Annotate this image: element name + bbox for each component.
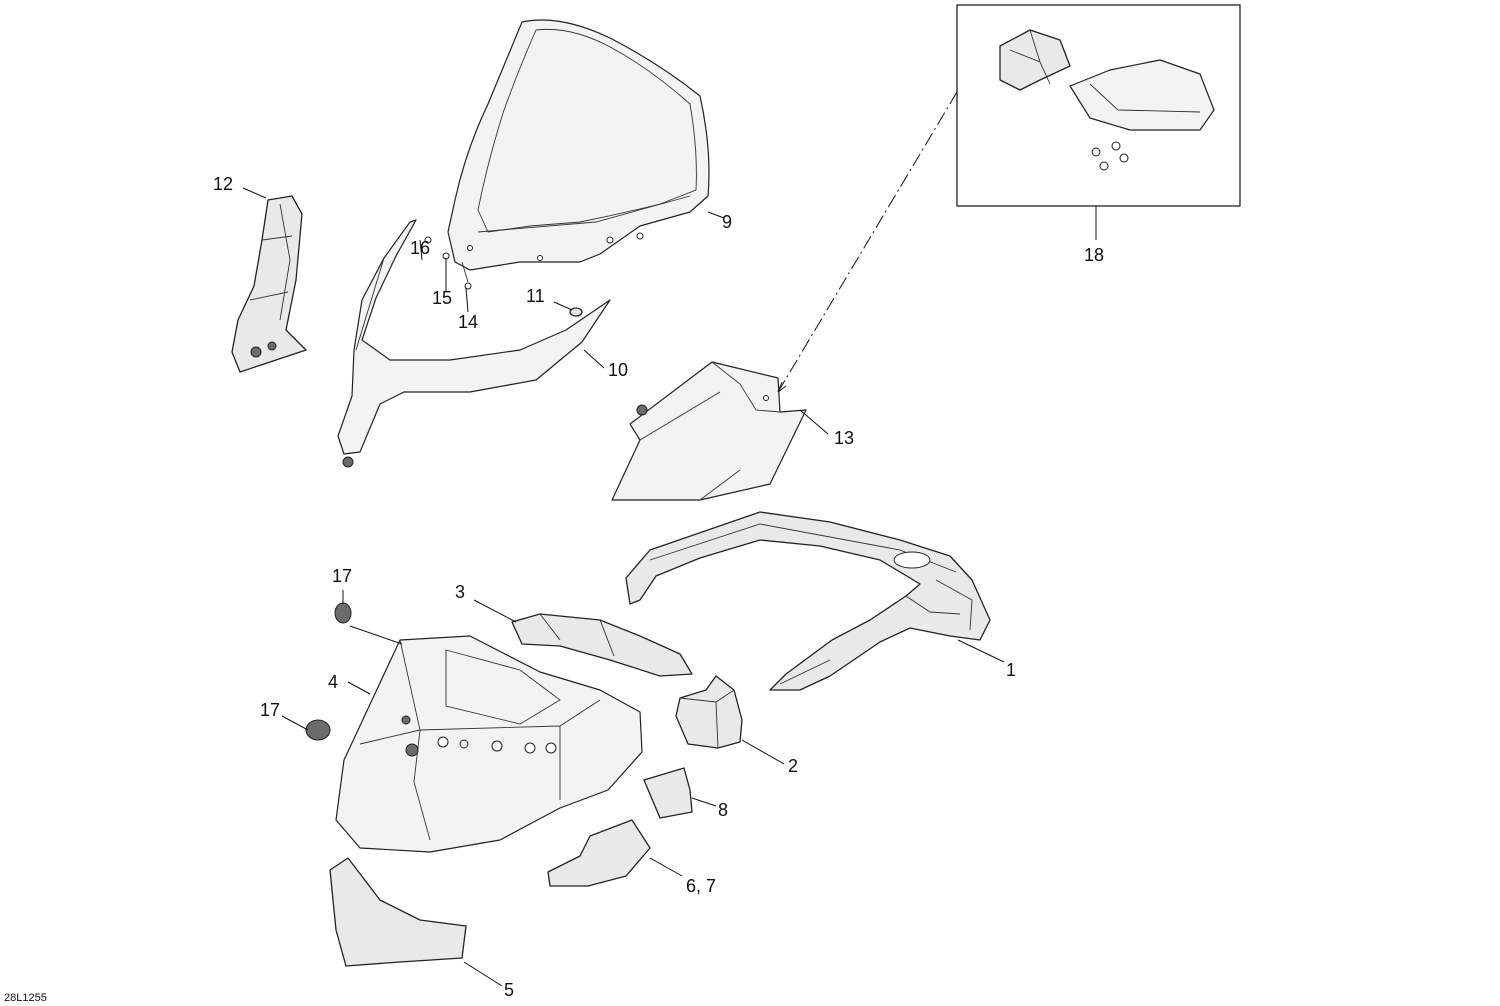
callout-6-7: 6, 7 (686, 876, 716, 896)
callout-4: 4 (328, 672, 338, 692)
part-8-insert (643, 767, 693, 819)
callout-9: 9 (722, 212, 732, 232)
leader-lines (242, 187, 1097, 987)
part-5-lower-trim (329, 857, 467, 967)
callout-18: 18 (1084, 245, 1104, 265)
part-6-7-curved-insert (547, 819, 651, 887)
fasteners-14-15-16 (424, 236, 472, 290)
part-13-cover-panel (611, 361, 807, 501)
callout-12: 12 (213, 174, 233, 194)
callout-11: 11 (526, 286, 545, 306)
callout-2: 2 (788, 756, 798, 776)
part-9-windshield (447, 19, 710, 271)
callout-17-left: 17 (260, 700, 280, 720)
part-3-side-trim (511, 613, 693, 677)
callout-15: 15 (432, 288, 452, 308)
callout-13: 13 (834, 428, 854, 448)
part-17-grommet-top (334, 602, 352, 624)
part-11-grommet (569, 307, 583, 317)
part-12-side-deflector (231, 195, 307, 373)
callout-1: 1 (1006, 660, 1016, 680)
part-2-side-block (675, 675, 743, 749)
callout-16: 16 (410, 238, 430, 258)
callout-10: 10 (608, 360, 628, 380)
part-4-headlight-nose (335, 635, 643, 853)
callout-8: 8 (718, 800, 728, 820)
part-1-body-frame (625, 511, 991, 691)
diagram-code: 28L1255 (4, 992, 47, 1004)
part-17-grommet-left (305, 719, 331, 741)
callout-5: 5 (504, 980, 514, 1000)
callout-labels: 1 2 3 4 5 6, 7 8 9 10 11 12 13 14 15 16 … (4, 174, 1104, 1004)
callout-3: 3 (455, 582, 465, 602)
callout-14: 14 (458, 312, 478, 332)
callout-17-top: 17 (332, 566, 352, 586)
part-18-mirror-inset (956, 4, 1241, 207)
part-10-lower-panel (337, 219, 611, 468)
